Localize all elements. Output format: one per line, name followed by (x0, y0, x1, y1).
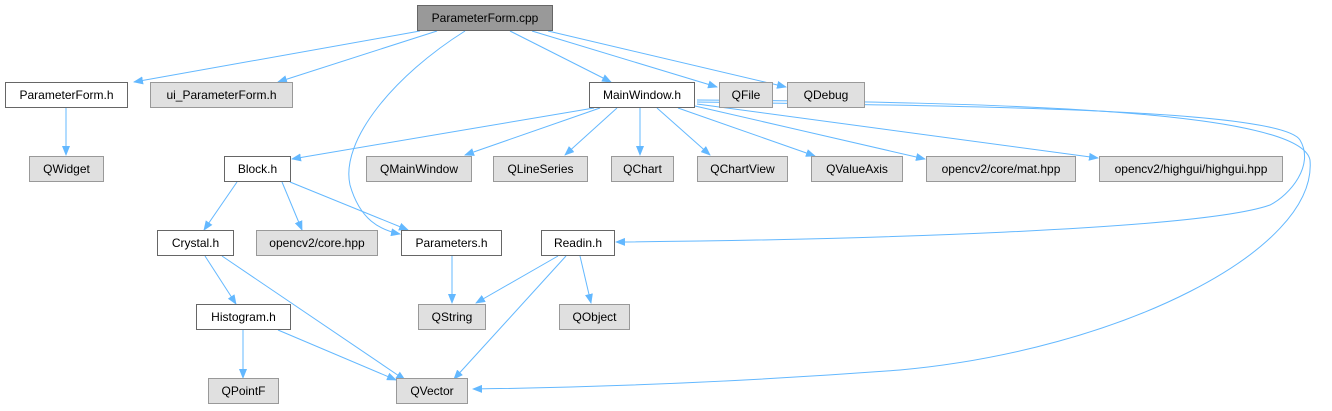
edge-mainwindow-h-to-qmainwindow (464, 107, 601, 156)
node-qvector: QVector (396, 378, 468, 404)
edge-parameterform-cpp-to-parameterform-h (133, 30, 421, 85)
edge-readin-h-to-qstring (475, 255, 559, 304)
node-block-h[interactable]: Block.h (224, 156, 291, 182)
edge-crystal-h-to-histogram-h (204, 255, 237, 305)
node-qmainwindow: QMainWindow (366, 156, 472, 182)
edge-mainwindow-h-to-qvector (472, 99, 1311, 393)
edge-mainwindow-h-to-qchartview (656, 107, 711, 156)
edge-readin-h-to-qvector (453, 255, 567, 380)
edge-mainwindow-h-to-qlineseries (564, 107, 618, 156)
node-histogram-h[interactable]: Histogram.h (196, 304, 291, 330)
node-parameterform-cpp[interactable]: ParameterForm.cpp (417, 5, 553, 31)
edge-mainwindow-h-to-readin-h (615, 101, 1306, 246)
edge-parameterform-cpp-to-parameters-h (348, 30, 466, 237)
node-opencv2-highgui-highgui-hpp: opencv2/highgui/highgui.hpp (1099, 156, 1283, 182)
node-ui-parameterform-h: ui_ParameterForm.h (150, 82, 293, 108)
node-qpointf: QPointF (208, 378, 279, 404)
edge-histogram-h-to-qvector (277, 329, 397, 381)
edge-parameterform-cpp-to-qfile (531, 30, 718, 89)
edge-readin-h-to-qobject (579, 255, 593, 304)
edge-parameterform-cpp-to-ui-parameterform-h (277, 30, 438, 84)
node-qdebug: QDebug (787, 82, 865, 108)
edge-block-h-to-opencv2-core-hpp (281, 181, 303, 231)
node-crystal-h[interactable]: Crystal.h (157, 230, 234, 256)
node-qobject: QObject (559, 304, 630, 330)
edge-parameterform-cpp-to-mainwindow-h (509, 30, 612, 83)
node-parameters-h[interactable]: Parameters.h (401, 230, 502, 256)
node-qvalueaxis: QValueAxis (811, 156, 903, 182)
edge-mainwindow-h-to-qvalueaxis (677, 107, 816, 157)
node-qchart: QChart (611, 156, 674, 182)
node-qwidget: QWidget (29, 156, 104, 182)
node-qchartview: QChartView (697, 156, 788, 182)
edge-mainwindow-h-to-block-h (291, 107, 595, 162)
edge-mainwindow-h-to-opencv2-highgui-highgui-hpp (696, 103, 1099, 161)
edge-block-h-to-parameters-h (289, 181, 409, 231)
edge-parameterform-cpp-to-qdebug (547, 30, 787, 89)
node-qlineseries: QLineSeries (493, 156, 588, 182)
node-opencv2-core-hpp: opencv2/core.hpp (256, 230, 378, 256)
edge-mainwindow-h-to-opencv2-core-mat-hpp (694, 105, 926, 161)
node-readin-h[interactable]: Readin.h (541, 230, 615, 256)
node-mainwindow-h[interactable]: MainWindow.h (589, 82, 695, 108)
node-parameterform-h[interactable]: ParameterForm.h (5, 82, 128, 108)
node-opencv2-core-mat-hpp: opencv2/core/mat.hpp (926, 156, 1076, 182)
node-qstring: QString (418, 304, 486, 330)
edge-crystal-h-to-qvector (221, 255, 406, 381)
edge-block-h-to-crystal-h (203, 181, 238, 231)
node-qfile: QFile (719, 82, 773, 108)
